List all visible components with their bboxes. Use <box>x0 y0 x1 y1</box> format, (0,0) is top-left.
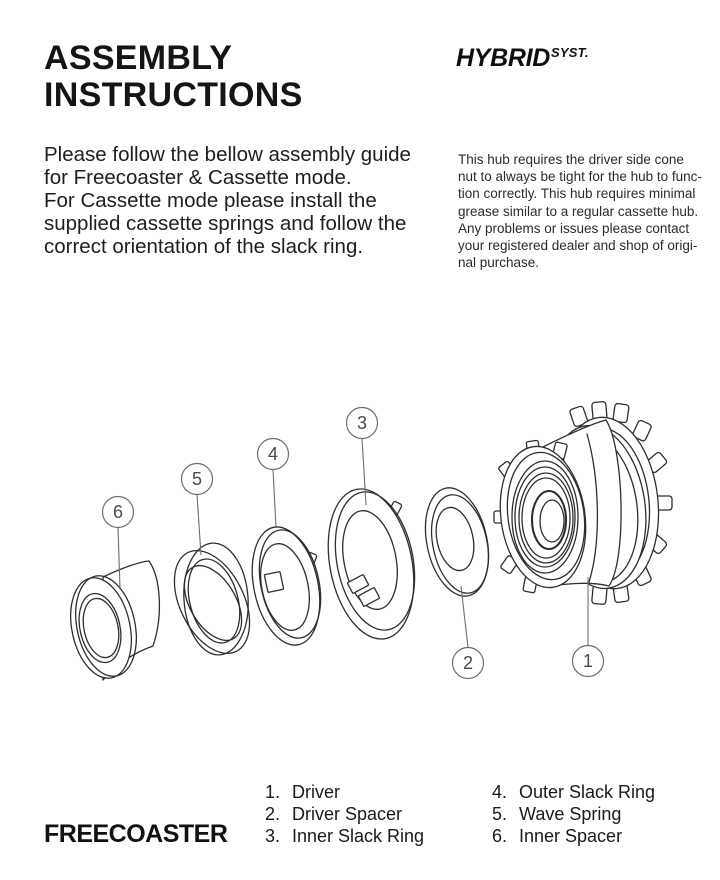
list-item: 1. Driver <box>265 781 424 803</box>
callout-number-6: 6 <box>113 502 123 522</box>
part-label: Outer Slack Ring <box>519 782 656 802</box>
callout-4: 4 <box>256 437 290 471</box>
list-item: 5. Wave Spring <box>492 803 655 825</box>
part-label: Wave Spring <box>519 804 622 824</box>
part-driver <box>493 401 673 605</box>
exploded-diagram: 6 5 4 3 2 1 <box>70 401 673 681</box>
callout-2: 2 <box>451 646 485 680</box>
note-line: nal purchase. <box>458 255 540 271</box>
note-line: grease similar to a regular cassette hub… <box>458 203 699 219</box>
part-label: Inner Spacer <box>519 826 623 846</box>
part-label: Driver <box>292 782 340 802</box>
part-inner-spacer <box>70 560 161 681</box>
parts-list-column-2: 4. Outer Slack Ring 5. Wave Spring 6. In… <box>492 781 655 847</box>
brand-logo: HYBRIDSYST. <box>456 44 589 73</box>
intro-line: for Freecoaster & Cassette mode. <box>44 166 352 189</box>
leader-line-6 <box>117 527 121 589</box>
part-wave-spring <box>173 542 251 656</box>
note-line: Any problems or issues please contact <box>458 220 690 236</box>
part-number: 6. <box>492 826 508 846</box>
parts-list-column-1: 1. Driver 2. Driver Spacer 3. Inner Slac… <box>265 781 424 847</box>
intro-line: Please follow the bellow assembly guide <box>44 143 411 166</box>
part-driver-spacer <box>424 487 490 597</box>
page-title-line-1: ASSEMBLY <box>44 39 233 77</box>
brand-name: HYBRID <box>456 44 551 72</box>
intro-line: correct orientation of the slack ring. <box>44 235 364 258</box>
part-inner-slack-ring <box>327 488 416 640</box>
callout-number-4: 4 <box>268 444 278 464</box>
note-line: nut to always be tight for the hub to fu… <box>458 169 702 185</box>
leader-line-2 <box>460 585 469 648</box>
part-number: 5. <box>492 804 508 824</box>
callout-number-1: 1 <box>583 651 593 671</box>
callout-number-2: 2 <box>463 653 473 673</box>
list-item: 4. Outer Slack Ring <box>492 781 655 803</box>
callout-6: 6 <box>101 495 135 529</box>
leader-line-3 <box>361 438 367 506</box>
note-paragraph: This hub requires the driver side cone n… <box>458 151 702 271</box>
intro-line: For Cassette mode please install the <box>44 189 377 212</box>
list-item: 6. Inner Spacer <box>492 825 655 847</box>
callout-3: 3 <box>345 406 379 440</box>
note-line: your registered dealer and shop of origi… <box>458 238 698 254</box>
part-label: Inner Slack Ring <box>292 826 425 846</box>
brand-suffix: SYST. <box>551 45 589 60</box>
part-number: 1. <box>265 782 281 802</box>
leader-line-5 <box>196 494 202 556</box>
note-line: This hub requires the driver side cone <box>458 152 684 167</box>
page-title-line-2: INSTRUCTIONS <box>44 76 303 114</box>
list-item: 3. Inner Slack Ring <box>265 825 424 847</box>
part-number: 4. <box>492 782 508 802</box>
leader-line-4 <box>272 469 277 528</box>
part-outer-slack-ring <box>251 526 322 646</box>
mode-label: FREECOASTER <box>44 820 228 848</box>
callout-1: 1 <box>571 644 605 678</box>
note-line: tion correctly. This hub requires minima… <box>458 186 696 202</box>
page-title: ASSEMBLY INSTRUCTIONS <box>44 40 303 114</box>
intro-paragraph: Please follow the bellow assembly guide … <box>44 143 411 258</box>
callout-number-5: 5 <box>192 469 202 489</box>
part-number: 3. <box>265 826 281 846</box>
part-number: 2. <box>265 804 281 824</box>
part-label: Driver Spacer <box>292 804 403 824</box>
intro-line: supplied cassette springs and follow the <box>44 212 407 235</box>
callout-number-3: 3 <box>357 413 367 433</box>
list-item: 2. Driver Spacer <box>265 803 424 825</box>
callout-5: 5 <box>180 462 214 496</box>
